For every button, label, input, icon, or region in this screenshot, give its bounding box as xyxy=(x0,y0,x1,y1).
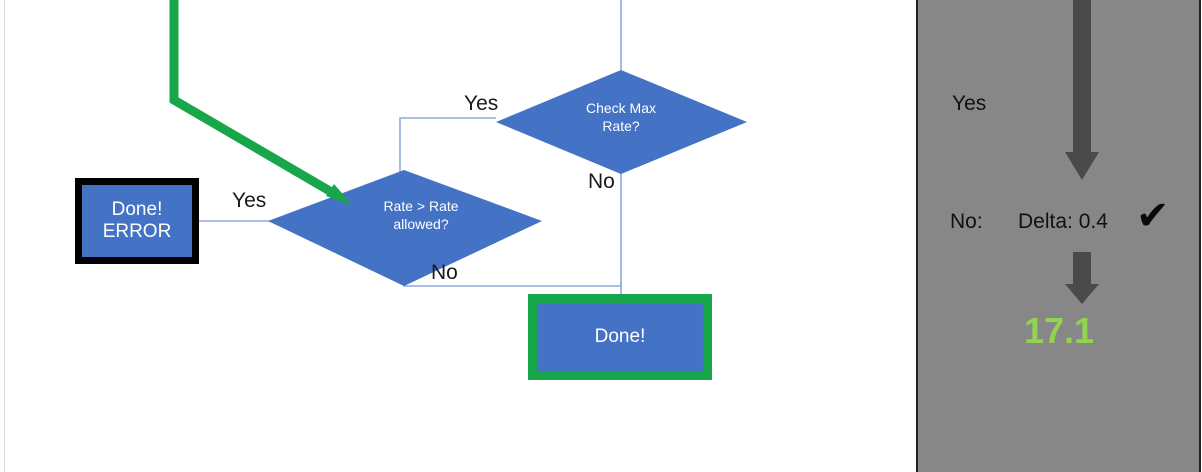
process-box-label-line1: Done! xyxy=(594,325,646,347)
process-box-done-error[interactable]: Done! ERROR xyxy=(75,178,199,264)
panel-no-label: No: xyxy=(950,210,983,233)
edge-label-no-to-done: No xyxy=(431,261,458,284)
slide-left-edge xyxy=(4,0,5,472)
panel-arrow-top-head xyxy=(1065,152,1099,180)
edge-label-yes-to-rate-check: Yes xyxy=(464,92,499,115)
flowchart-region: Check Max Rate? Rate > Rate allowed? Don… xyxy=(75,0,747,380)
panel-delta-value: Delta: 0.4 xyxy=(1018,210,1108,233)
green-highlight-arrowhead xyxy=(326,184,352,205)
process-box-label-line2: ERROR xyxy=(102,221,172,242)
panel-arrows xyxy=(1065,0,1099,304)
edge-label-yes-to-error: Yes xyxy=(232,189,267,212)
checkmark-icon: ✔ xyxy=(1136,193,1170,239)
gray-side-panel: Yes No: Delta: 0.4 ✔ 17.1 xyxy=(916,0,1201,472)
panel-result-value: 17.1 xyxy=(1024,310,1095,351)
panel-yes-label: Yes xyxy=(952,92,987,115)
panel-arrow-bottom-head xyxy=(1065,284,1099,304)
panel-arrow-top-shaft xyxy=(1073,0,1091,152)
process-box-label-line1: Done! xyxy=(111,198,163,220)
flowchart-shapes xyxy=(169,0,747,296)
decision-rate-greater-than-allowed[interactable] xyxy=(268,170,542,286)
green-highlight-arrow xyxy=(169,0,343,201)
edge-label-no-from-check-max: No xyxy=(588,170,615,193)
decision-check-max-rate[interactable] xyxy=(496,70,747,174)
process-box-done[interactable]: Done! xyxy=(528,294,712,380)
panel-arrow-bottom-shaft xyxy=(1073,252,1091,284)
